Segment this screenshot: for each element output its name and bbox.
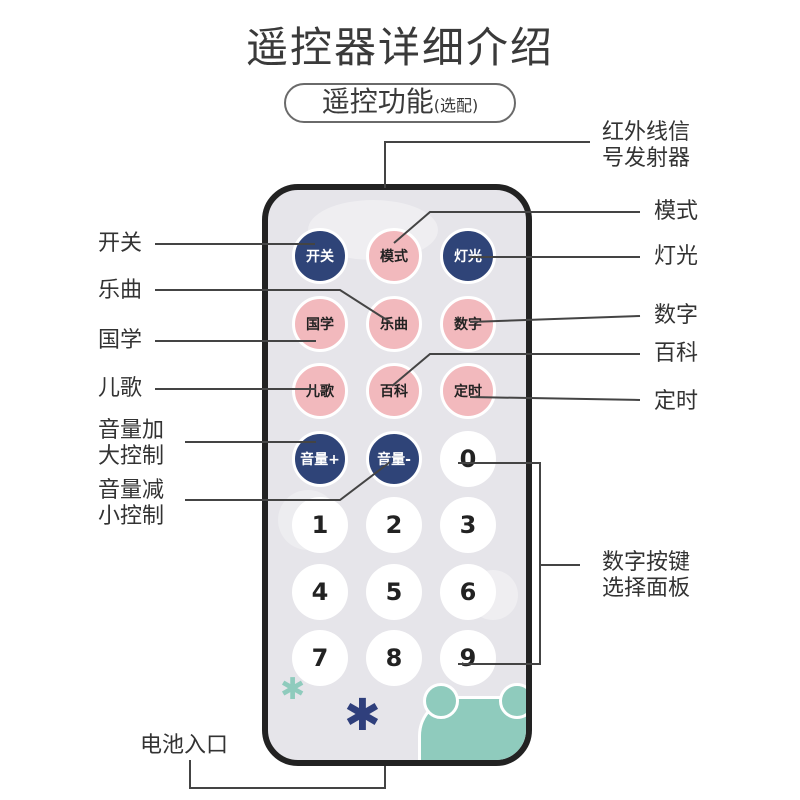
volume-down-button[interactable]: 音量- bbox=[366, 431, 422, 487]
encyclopedia-label: 百科 bbox=[654, 341, 699, 366]
nursery-label: 儿歌 bbox=[98, 376, 143, 401]
bear-decoration bbox=[418, 683, 526, 760]
ir-label: 红外线信 号发射器 bbox=[602, 120, 690, 172]
digit-panel-label-line2: 选择面板 bbox=[602, 576, 691, 601]
ir-label-line1: 红外线信 bbox=[602, 120, 691, 145]
mode-label: 模式 bbox=[654, 199, 699, 224]
volume-up-label: 音量加 大控制 bbox=[98, 418, 164, 470]
digit-4-button[interactable]: 4 bbox=[292, 564, 348, 620]
digit-6-button[interactable]: 6 bbox=[440, 564, 496, 620]
volume-up-label-line1: 音量加 bbox=[98, 418, 165, 443]
power-label: 开关 bbox=[98, 231, 143, 256]
power-button[interactable]: 开关 bbox=[292, 228, 348, 284]
page-title: 遥控器详细介绍 bbox=[245, 23, 554, 72]
volume-up-label-line2: 大控制 bbox=[98, 444, 165, 469]
timer-button[interactable]: 定时 bbox=[440, 363, 496, 419]
volume-down-label-line2: 小控制 bbox=[98, 504, 165, 529]
leaf-icon: ✱ bbox=[344, 690, 381, 741]
subtitle-main: 遥控功能 bbox=[321, 85, 434, 118]
timer-label: 定时 bbox=[654, 389, 699, 414]
digit-7-button[interactable]: 7 bbox=[292, 630, 348, 686]
digit-1-button[interactable]: 1 bbox=[292, 497, 348, 553]
music-label: 乐曲 bbox=[98, 278, 143, 303]
number-label: 数字 bbox=[654, 303, 699, 328]
number-button[interactable]: 数字 bbox=[440, 296, 496, 352]
nursery-button[interactable]: 儿歌 bbox=[292, 363, 348, 419]
encyclopedia-leader-line bbox=[391, 353, 640, 387]
volume-up-button[interactable]: 音量+ bbox=[292, 431, 348, 487]
guoxue-button[interactable]: 国学 bbox=[292, 296, 348, 352]
timer-leader-line bbox=[469, 396, 641, 401]
volume-down-leader-line bbox=[185, 461, 391, 501]
light-label: 灯光 bbox=[654, 244, 699, 269]
volume-down-label-line1: 音量减 bbox=[98, 478, 165, 503]
music-leader-line bbox=[155, 289, 391, 323]
mode-leader-line bbox=[393, 211, 640, 244]
ir-label-line2: 号发射器 bbox=[602, 146, 691, 171]
mode-button[interactable]: 模式 bbox=[366, 228, 422, 284]
number-leader-line bbox=[469, 315, 641, 323]
digit-3-button[interactable]: 3 bbox=[440, 497, 496, 553]
digit-panel-leader-line bbox=[458, 462, 541, 665]
digit-panel-label: 数字按键 选择面板 bbox=[602, 550, 690, 602]
digit-panel-label-line1: 数字按键 bbox=[602, 550, 691, 575]
battery-label: 电池入口 bbox=[140, 733, 229, 758]
digit-8-button[interactable]: 8 bbox=[366, 630, 422, 686]
subtitle-note: (选配) bbox=[433, 96, 479, 115]
digit-2-button[interactable]: 2 bbox=[366, 497, 422, 553]
digit-0-button[interactable]: 0 bbox=[440, 431, 496, 487]
guoxue-label: 国学 bbox=[98, 328, 143, 353]
subtitle-badge: 遥控功能(选配) bbox=[284, 83, 516, 123]
battery-leader-line bbox=[189, 760, 386, 789]
volume-down-label: 音量减 小控制 bbox=[98, 478, 164, 530]
ir-leader-line bbox=[384, 141, 590, 188]
digit-5-button[interactable]: 5 bbox=[366, 564, 422, 620]
music-button[interactable]: 乐曲 bbox=[366, 296, 422, 352]
encyclopedia-button[interactable]: 百科 bbox=[366, 363, 422, 419]
